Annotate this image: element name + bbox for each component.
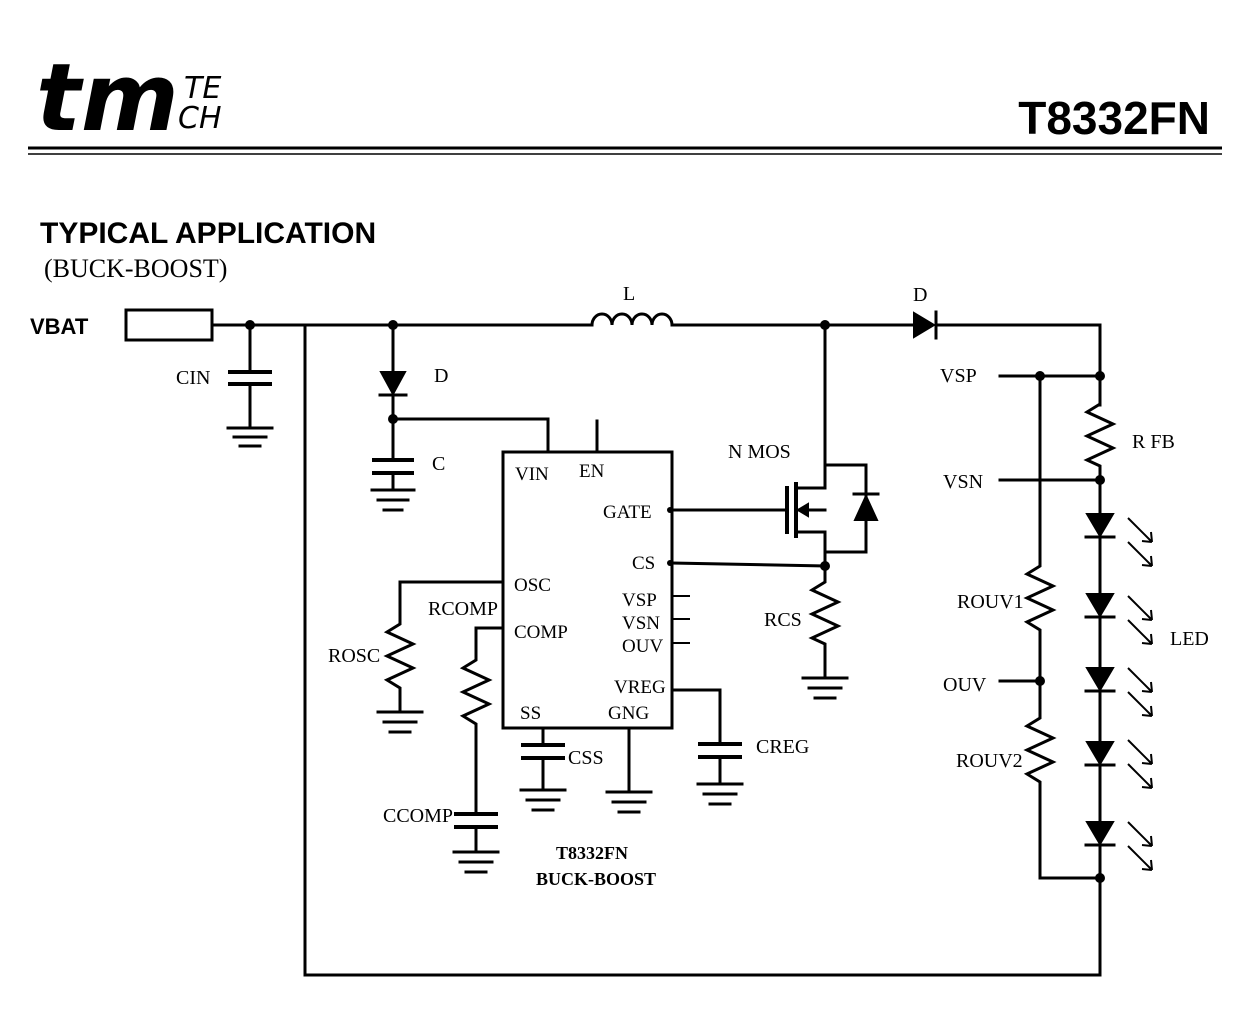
rcomp-resistor: [459, 626, 505, 814]
inductor: [590, 312, 674, 327]
creg-capacitor: [670, 688, 744, 806]
vbat-label: VBAT: [30, 314, 89, 339]
pin-vreg: VREG: [614, 677, 666, 698]
ouv-label: OUV: [943, 674, 987, 696]
logo-mark: tm: [36, 44, 179, 153]
input-diode: [378, 320, 550, 462]
pin-comp: COMP: [514, 622, 568, 643]
vbat-terminal: [124, 308, 214, 342]
led-3: [1084, 667, 1153, 717]
cin-capacitor: [226, 320, 274, 448]
rosc-resistor: [376, 580, 505, 734]
vin-capacitor-label: C: [432, 453, 445, 475]
led-1: [1084, 513, 1153, 567]
rosc-label: ROSC: [328, 645, 380, 667]
controller-ic: VIN EN GATE CS OSC COMP VSP VSN OUV VREG…: [501, 419, 690, 730]
rcs-label: RCS: [764, 609, 802, 631]
rouv2-label: ROUV2: [956, 750, 1023, 772]
pin-en: EN: [579, 461, 605, 482]
rfb-resistor: [1083, 374, 1117, 482]
vin-capacitor: [370, 458, 416, 512]
cin-label: CIN: [176, 367, 210, 389]
pin-vsp: VSP: [622, 590, 657, 611]
ccomp-label: CCOMP: [383, 805, 453, 827]
rouv1-label: ROUV1: [957, 591, 1024, 613]
ic-caption-part: T8332FN: [556, 843, 628, 863]
ic-caption-topology: BUCK-BOOST: [536, 869, 656, 889]
creg-label: CREG: [756, 736, 809, 758]
input-diode-label: D: [434, 365, 448, 387]
nmos-label: N MOS: [728, 441, 791, 463]
pin-ouv: OUV: [622, 636, 663, 657]
inductor-label: L: [623, 283, 635, 305]
rcs-resistor: [670, 561, 849, 700]
rouv-divider: [1023, 374, 1105, 883]
logo-sub-bottom: CH: [178, 101, 222, 136]
css-capacitor: [519, 726, 567, 812]
logo-sub-top: TE: [184, 71, 221, 106]
pin-gng: GNG: [608, 703, 649, 724]
nmos-transistor: [670, 323, 880, 568]
pin-cs: CS: [632, 553, 655, 574]
sense-taps: [998, 371, 1105, 686]
led-2: [1084, 593, 1153, 645]
led-5: [1084, 821, 1153, 871]
pin-ss: SS: [520, 703, 541, 724]
css-label: CSS: [568, 747, 604, 769]
rcomp-label: RCOMP: [428, 598, 498, 620]
part-number: T8332FN: [1018, 92, 1210, 144]
led-label: LED: [1170, 628, 1209, 650]
pin-osc: OSC: [514, 575, 551, 596]
rfb-label: R FB: [1132, 431, 1175, 453]
top-rail: [210, 323, 1102, 977]
pin-vsn: VSN: [622, 613, 660, 634]
output-diode-label: D: [913, 284, 927, 306]
led-string: [1084, 478, 1153, 880]
vsp-label: VSP: [940, 365, 977, 387]
company-logo: tm TE CH: [36, 44, 222, 153]
ccomp-capacitor: [452, 812, 500, 874]
section-subtitle: (BUCK-BOOST): [44, 254, 227, 283]
pin-vin: VIN: [515, 464, 549, 485]
pin-gate: GATE: [603, 502, 652, 523]
vsn-label: VSN: [943, 471, 983, 493]
led-4: [1084, 739, 1153, 789]
section-title: TYPICAL APPLICATION: [40, 217, 376, 250]
ic-ground: [605, 726, 653, 814]
output-diode: [820, 310, 938, 340]
